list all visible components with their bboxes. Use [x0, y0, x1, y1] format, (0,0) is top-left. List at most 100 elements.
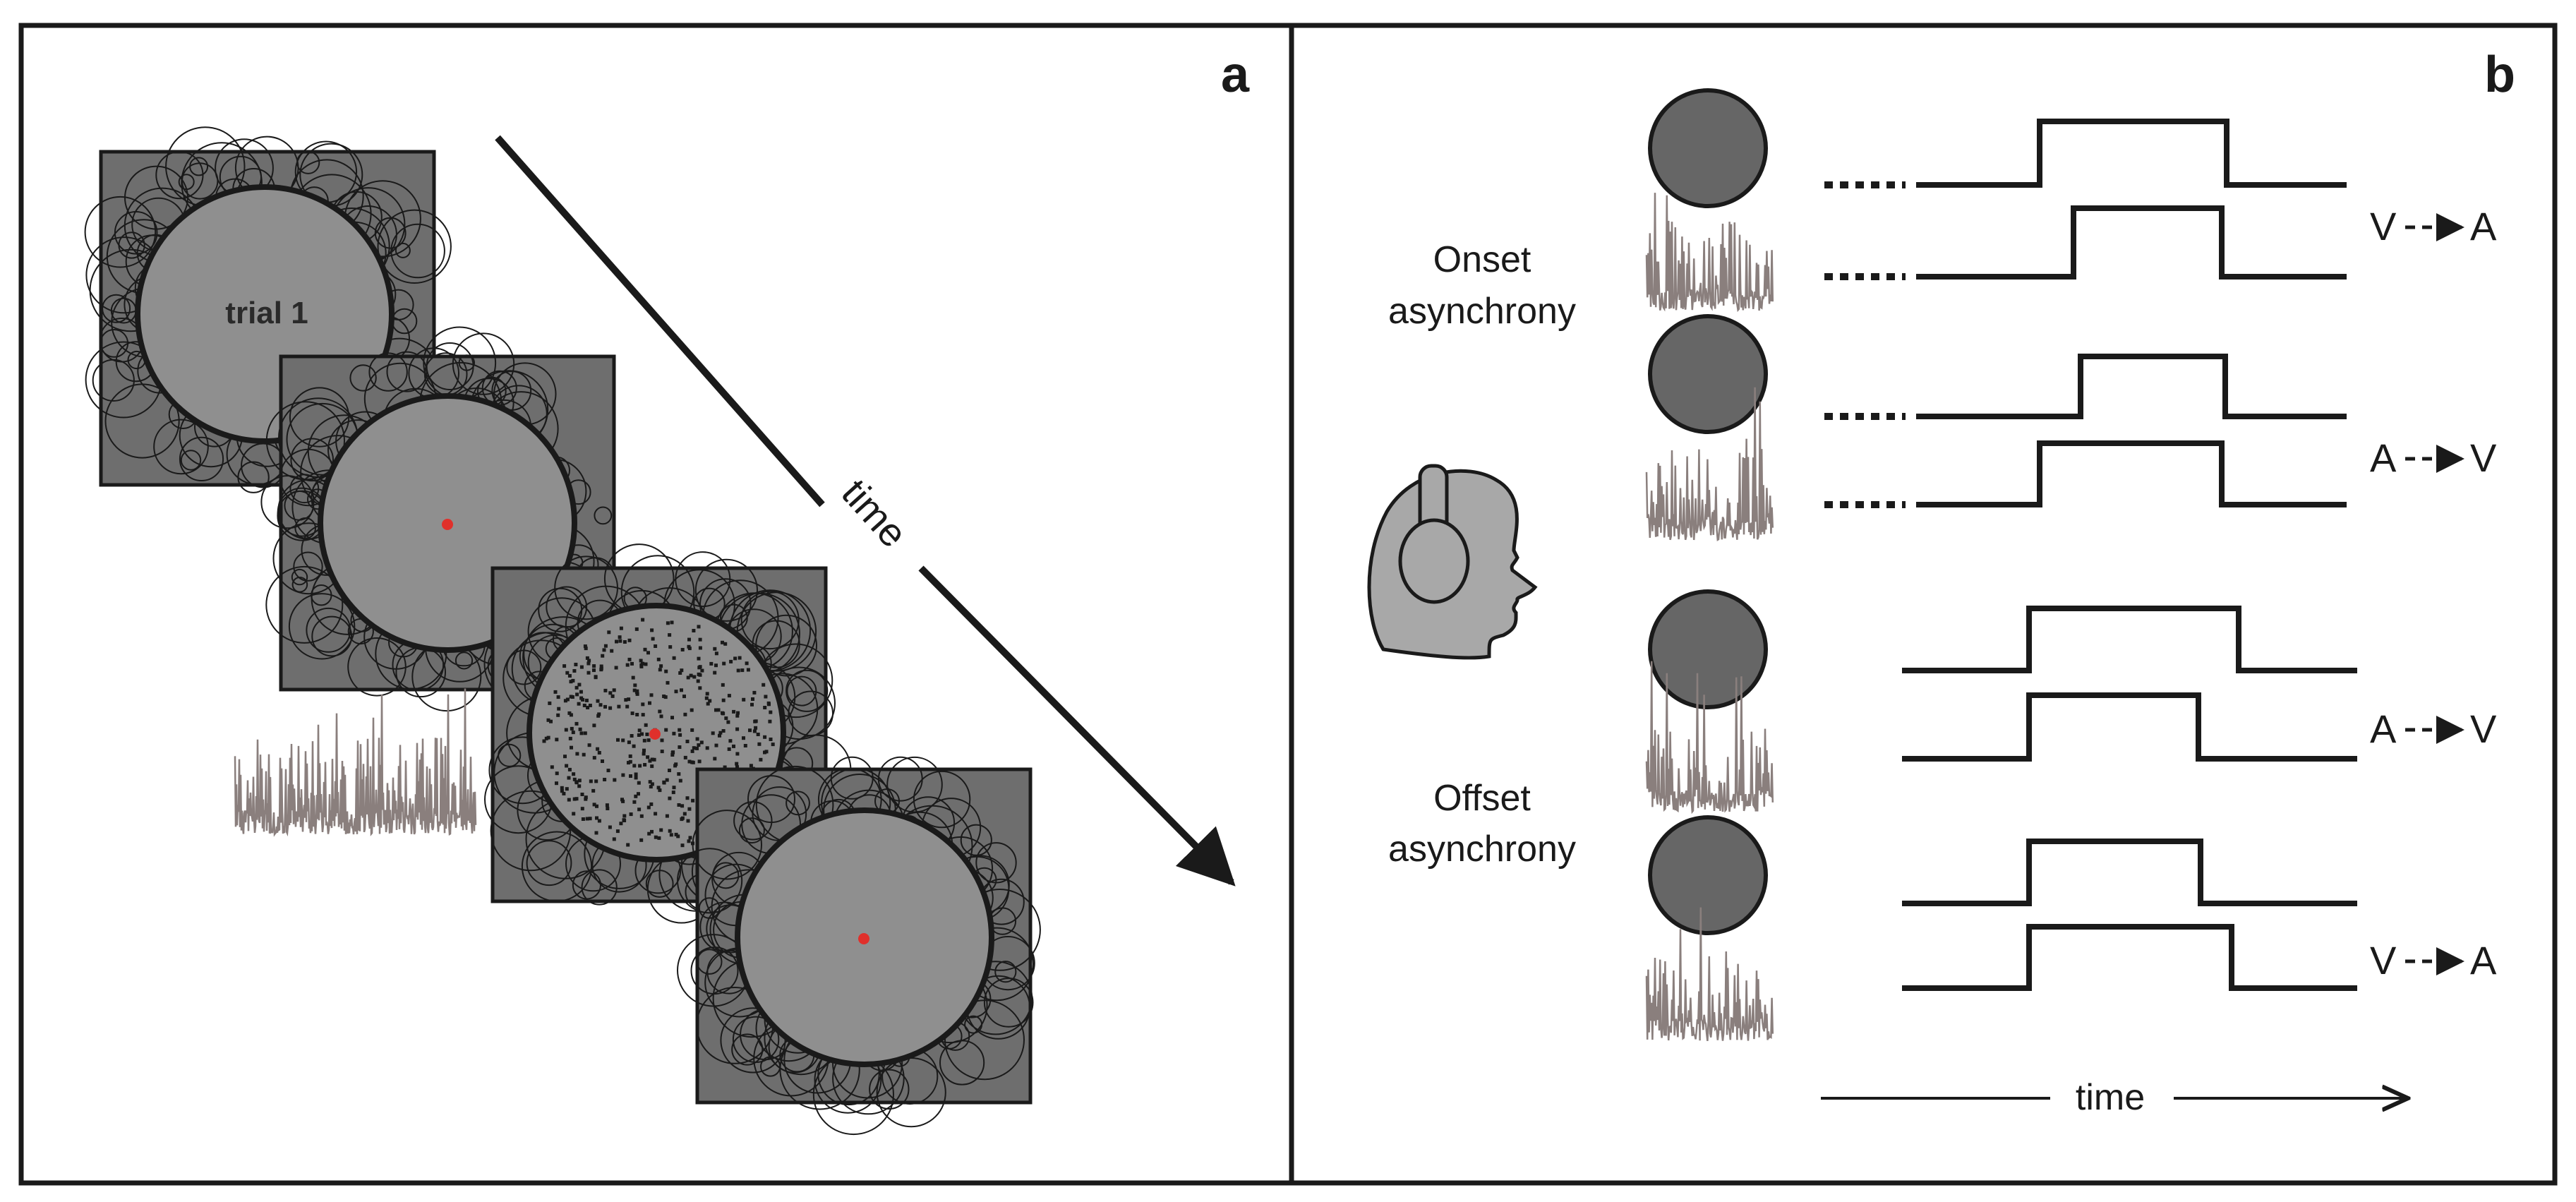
random-dot [579, 731, 584, 735]
stimulus-frame-4 [677, 756, 1041, 1136]
random-dot [575, 752, 579, 756]
random-dot [670, 753, 675, 757]
random-dot [727, 747, 731, 751]
random-dot [599, 664, 603, 668]
random-dot [698, 637, 702, 642]
random-dot [654, 812, 658, 816]
random-dot [556, 713, 560, 717]
background-circle [694, 558, 759, 622]
background-circle [386, 351, 428, 392]
random-dot [634, 690, 639, 695]
random-dot [606, 769, 610, 773]
random-dot [728, 739, 733, 743]
random-dot [596, 699, 600, 703]
random-dot [571, 731, 575, 735]
random-dot [642, 738, 646, 743]
random-dot [597, 712, 601, 716]
random-dot [596, 747, 600, 751]
random-dot [692, 629, 696, 632]
random-dot [592, 664, 596, 668]
random-dot [732, 744, 735, 748]
random-dot [685, 740, 690, 743]
random-dot [697, 743, 701, 747]
timeline-visual-row-3 [1902, 606, 2357, 673]
random-dot [689, 673, 693, 678]
random-dot [735, 752, 740, 756]
random-dot [698, 665, 702, 669]
random-dot [759, 757, 763, 762]
random-dot [586, 661, 591, 666]
background-circle [692, 810, 763, 880]
random-dot [764, 695, 768, 699]
timeline-axis-label: time [2076, 1077, 2145, 1118]
random-dot [754, 726, 758, 730]
random-dot [624, 698, 628, 702]
random-dot [610, 694, 615, 698]
random-dot [642, 752, 646, 756]
random-dot [663, 695, 668, 699]
random-dot [713, 671, 717, 675]
random-dot [586, 706, 590, 709]
random-dot [672, 786, 676, 790]
dotted-lead-ins [1824, 181, 1906, 508]
random-dot [656, 786, 661, 790]
timeline-auditory-row-2 [1916, 440, 2347, 507]
random-dot [690, 760, 694, 764]
background-circle [720, 1007, 786, 1074]
background-circle [740, 590, 800, 650]
random-dot [580, 793, 584, 796]
random-dot [597, 751, 601, 755]
random-dot [632, 744, 636, 748]
order-label-4: V A [2370, 938, 2497, 982]
random-dot [687, 807, 692, 811]
background-circle [521, 831, 593, 902]
random-dot [572, 772, 576, 776]
timeline-visual-row-4 [1902, 839, 2357, 906]
random-dot [622, 818, 626, 822]
random-dot [643, 763, 647, 767]
random-dot [709, 661, 714, 666]
random-dot [763, 706, 767, 709]
random-dot [650, 829, 654, 834]
offset-label-line1: Offset [1433, 778, 1531, 819]
random-dot [641, 661, 644, 666]
random-dot [570, 726, 574, 731]
background-circle [368, 352, 408, 392]
random-dot [649, 785, 653, 789]
random-dot [627, 697, 631, 702]
random-dot [745, 661, 749, 666]
random-dot [581, 817, 585, 821]
random-dot [690, 749, 694, 753]
random-dot [678, 779, 682, 783]
background-circle [291, 577, 308, 593]
random-dot [697, 759, 702, 764]
random-dot [621, 738, 625, 743]
random-dot [768, 719, 772, 723]
random-dot [736, 668, 740, 673]
random-dot [612, 688, 616, 692]
random-dot [601, 759, 604, 763]
random-dot [572, 669, 577, 673]
background-circle [293, 551, 323, 582]
random-dot [608, 691, 613, 695]
random-dot [752, 690, 757, 695]
random-dot [579, 696, 584, 700]
random-dot [601, 654, 605, 658]
random-dot [588, 817, 592, 821]
background-circle [869, 1069, 910, 1110]
random-dot [713, 647, 717, 651]
background-circle [349, 364, 377, 392]
random-dot [627, 657, 632, 661]
random-dot [598, 703, 603, 707]
random-dot [691, 798, 695, 803]
random-dot [639, 838, 644, 842]
onset-label-line1: Onset [1433, 239, 1531, 280]
random-dot [695, 746, 699, 750]
random-dot [742, 697, 746, 702]
random-dot [583, 731, 587, 735]
background-circle [289, 474, 320, 504]
random-dot [567, 776, 571, 780]
random-dot [579, 665, 584, 669]
random-dot [724, 716, 728, 721]
